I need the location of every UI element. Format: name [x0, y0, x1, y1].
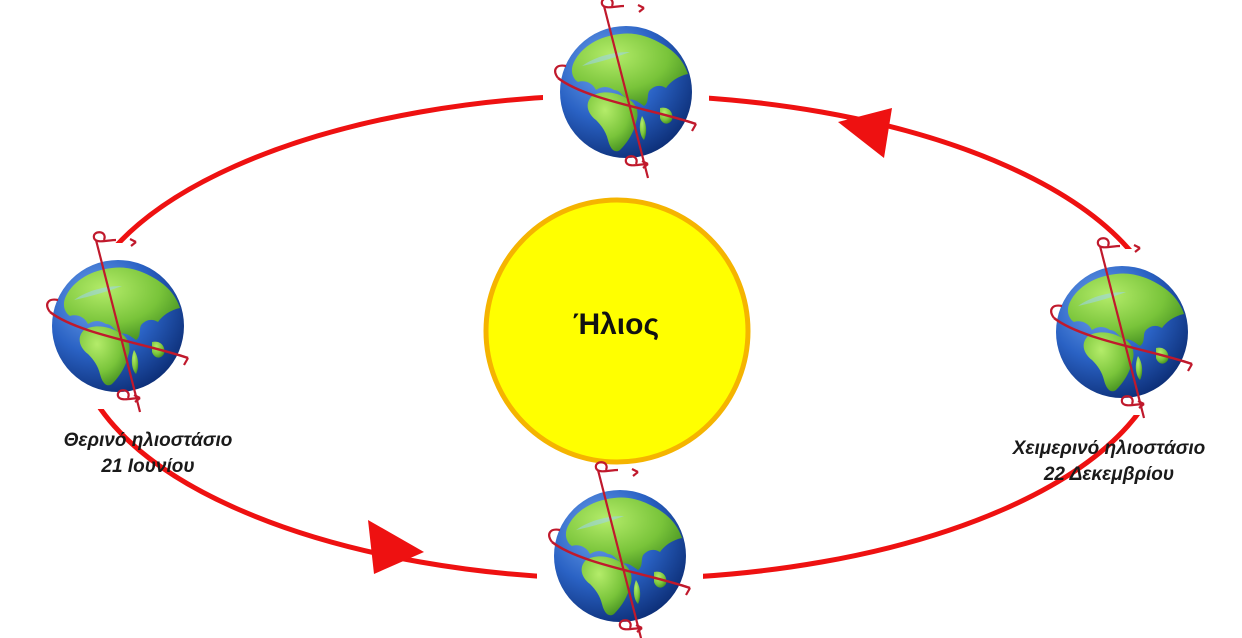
winter-solstice-date: 22 Δεκεμβρίου	[1043, 464, 1175, 485]
summer-solstice-date: 21 Ιουνίου	[101, 456, 195, 477]
earth-bottom	[535, 461, 705, 638]
orbit-arrow-bottom-left	[368, 520, 424, 574]
winter-solstice-label: Χειμερινό ηλιοστάσιο 22 Δεκεμβρίου	[978, 436, 1240, 488]
earth-left-summer-solstice	[33, 231, 203, 414]
orbit-arrow-top-right	[838, 108, 892, 158]
winter-solstice-title: Χειμερινό ηλιοστάσιο	[1012, 438, 1206, 459]
sun-label: Ήλιος	[572, 308, 660, 341]
earth-top	[541, 0, 711, 180]
earth-right-winter-solstice	[1037, 237, 1207, 420]
summer-solstice-title: Θερινό ηλιοστάσιο	[63, 430, 233, 451]
sun	[483, 197, 751, 465]
summer-solstice-label: Θερινό ηλιοστάσιο 21 Ιουνίου	[28, 428, 268, 480]
